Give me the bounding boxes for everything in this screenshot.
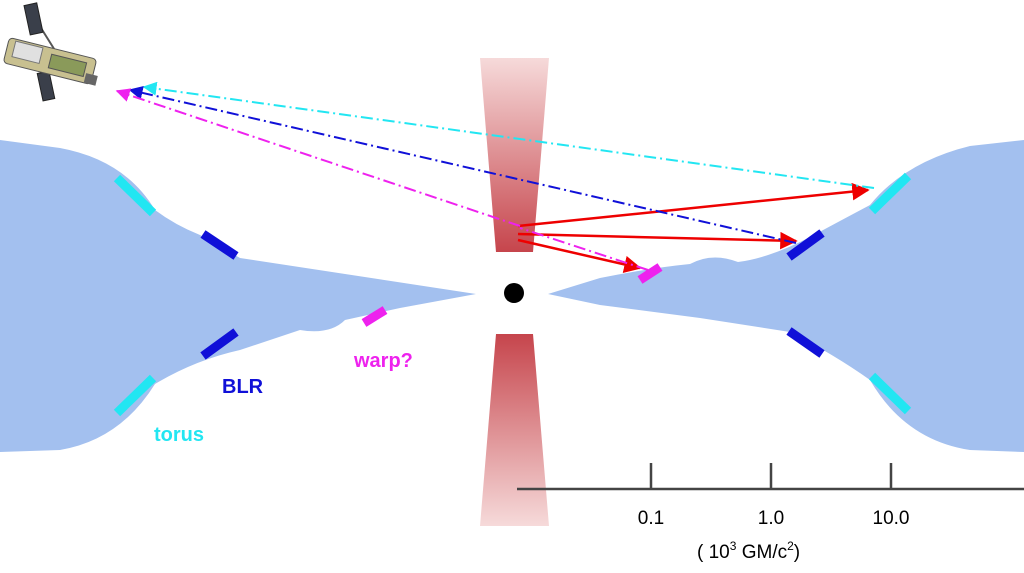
torus-marker <box>113 174 157 217</box>
disk-torus-left <box>0 140 476 452</box>
sightline-warp <box>115 88 521 227</box>
torus-marker <box>113 374 157 417</box>
reflection-arrow-warp <box>517 238 642 274</box>
satellite-icon <box>3 2 98 102</box>
torus-marker <box>868 172 912 215</box>
torus-marker <box>868 372 912 415</box>
blr-marker <box>786 327 825 358</box>
sightline-warp-segment <box>519 227 649 271</box>
jet-upper <box>480 58 549 252</box>
blr-marker <box>200 328 239 360</box>
reflection-arrow-blr <box>517 231 798 250</box>
label-blr: BLR <box>222 376 264 398</box>
scale-unit-label: ( 103 GM/c2) <box>697 539 800 563</box>
jet-lower <box>480 334 549 526</box>
blr-marker <box>786 229 825 261</box>
scale-axis: 0.1 1.0 10.0 ( 103 GM/c2) <box>517 463 1024 563</box>
warp-marker <box>361 306 388 327</box>
reflection-arrow-torus <box>517 182 870 228</box>
sightline-torus <box>142 81 875 189</box>
scale-tick-label: 10.0 <box>873 508 910 529</box>
label-torus: torus <box>154 424 204 446</box>
scale-tick-label: 1.0 <box>758 508 784 529</box>
label-warp: warp? <box>353 350 413 372</box>
warp-marker <box>637 263 663 284</box>
scale-tick-label: 0.1 <box>638 508 664 529</box>
black-hole-icon <box>504 283 524 303</box>
blr-marker <box>200 230 239 260</box>
sightline-blr <box>128 85 797 244</box>
disk-torus-right <box>548 140 1024 452</box>
